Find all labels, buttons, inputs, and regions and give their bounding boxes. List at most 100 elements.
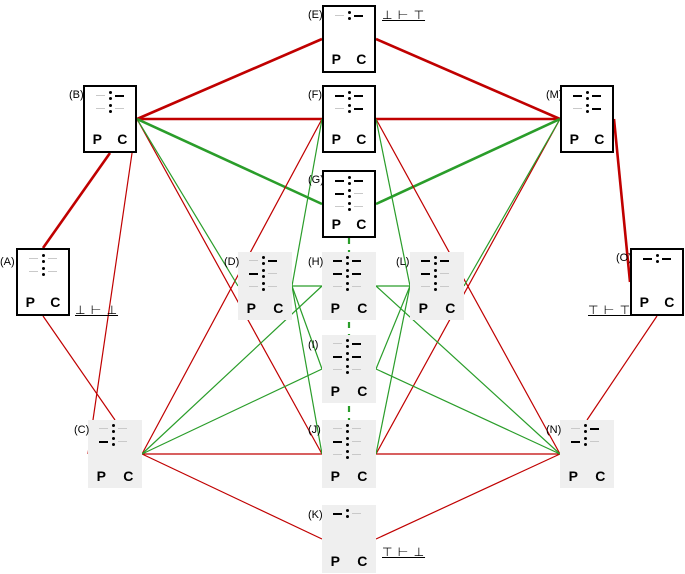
premise-label: P <box>25 294 35 310</box>
colon-dot <box>42 260 45 263</box>
premise-label: P <box>568 468 578 484</box>
sequent-rule-label: ⊤ ⊢ ⊥ <box>382 545 426 559</box>
colon-dot <box>348 104 351 107</box>
node-id-label: (B) <box>69 89 84 101</box>
premise-mark <box>249 273 258 275</box>
sequent-rule-label: ⊤ ⊢ ⊤ <box>588 303 632 317</box>
conclusion-mark <box>352 356 361 358</box>
conclusion-mark <box>590 441 599 442</box>
colon-dot <box>346 437 349 440</box>
conclusion-mark <box>48 258 57 259</box>
edge-F-D <box>291 118 323 287</box>
premise-mark <box>573 108 582 109</box>
premise-label: P <box>569 131 579 147</box>
node-id-label: (H) <box>308 256 324 268</box>
premise-label: P <box>246 300 256 316</box>
conclusion-label: C <box>594 131 605 147</box>
edge-I-L <box>375 285 411 370</box>
premise-label: P <box>331 51 341 67</box>
premise-mark <box>421 273 430 275</box>
conclusion-label: C <box>357 383 368 399</box>
conclusion-label: C <box>117 131 128 147</box>
conclusion-mark <box>354 95 363 97</box>
colon-dot <box>346 269 349 272</box>
colon-dot <box>346 288 349 291</box>
conclusion-mark <box>352 260 361 262</box>
colon-dot <box>348 182 351 185</box>
colon-dot <box>348 97 351 100</box>
premise-label: P <box>330 383 340 399</box>
colon-dot <box>109 97 112 100</box>
edge-B-E <box>136 37 323 121</box>
premise-mark <box>333 369 342 370</box>
conclusion-mark <box>440 273 449 274</box>
edge-I-N <box>375 368 561 455</box>
colon-dot <box>656 254 659 257</box>
conclusion-mark <box>662 258 671 260</box>
premise-label: P <box>330 300 340 316</box>
premise-label: P <box>92 131 102 147</box>
conclusion-mark <box>354 15 363 17</box>
colon-dot <box>346 352 349 355</box>
node-id-label: (D) <box>224 256 240 268</box>
node-id-label: (C) <box>74 424 90 436</box>
colon-dot <box>42 273 45 276</box>
edge-A-B <box>41 152 112 249</box>
colon-dot <box>348 189 351 192</box>
colon-dot <box>109 91 112 94</box>
colon-dot <box>348 195 351 198</box>
premise-mark <box>335 108 344 109</box>
edge-M-L <box>463 118 561 287</box>
conclusion-mark <box>354 108 363 110</box>
colon-dot <box>434 269 437 272</box>
conclusion-label: C <box>50 294 61 310</box>
conclusion-mark <box>352 286 361 287</box>
conclusion-label: C <box>273 300 284 316</box>
edge-D-J <box>291 285 323 455</box>
colon-dot <box>346 456 349 459</box>
conclusion-label: C <box>123 468 134 484</box>
colon-dot <box>434 288 437 291</box>
conclusion-mark <box>115 95 124 97</box>
conclusion-mark <box>352 369 361 370</box>
conclusion-label: C <box>445 300 456 316</box>
premise-mark <box>333 260 342 262</box>
edge-C-I <box>141 368 323 455</box>
conclusion-mark <box>352 428 361 429</box>
colon-dot <box>348 17 351 20</box>
premise-mark <box>571 441 580 443</box>
conclusion-mark <box>268 286 277 287</box>
premise-mark <box>333 343 342 344</box>
conclusion-mark <box>352 454 361 455</box>
colon-dot <box>346 275 349 278</box>
colon-dot <box>346 371 349 374</box>
conclusion-mark <box>352 273 361 275</box>
edge-O-N <box>586 315 658 421</box>
colon-dot <box>434 262 437 265</box>
conclusion-mark <box>268 260 277 262</box>
premise-mark <box>333 356 342 358</box>
premise-mark <box>333 441 342 443</box>
edge-B-G <box>136 117 323 206</box>
edge-C-K <box>141 453 323 540</box>
premise-mark <box>29 258 38 259</box>
premise-mark <box>335 15 344 16</box>
conclusion-mark <box>590 428 599 430</box>
node-id-label: (F) <box>308 89 323 101</box>
colon-dot <box>348 11 351 14</box>
colon-dot <box>42 267 45 270</box>
node-id-label: (N) <box>546 424 562 436</box>
